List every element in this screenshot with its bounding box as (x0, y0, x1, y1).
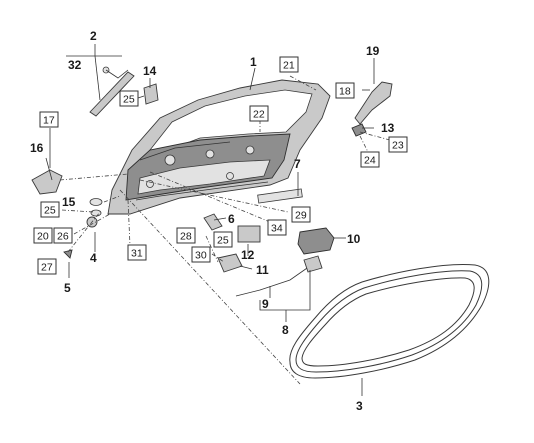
callout-14: 14 (143, 64, 157, 78)
callout-7: 7 (294, 157, 301, 171)
callout-4: 4 (90, 251, 97, 265)
latch-8 (303, 255, 323, 273)
box-17: 17 (43, 115, 55, 127)
callout-6: 6 (228, 212, 235, 226)
box-25-left: 25 (44, 205, 56, 217)
box-28: 28 (180, 231, 192, 243)
box-21: 21 (283, 60, 295, 72)
box-30: 30 (195, 250, 207, 262)
callout-3: 3 (356, 399, 363, 413)
callout-1: 1 (250, 55, 257, 69)
trim-piece-16 (31, 169, 63, 195)
callout-2: 2 (90, 29, 97, 43)
callout-8: 8 (282, 323, 289, 337)
box-26: 26 (57, 231, 69, 243)
box-20: 20 (37, 231, 49, 243)
callout-12: 12 (241, 248, 255, 262)
box-31: 31 (131, 248, 143, 260)
bracket-14 (143, 83, 159, 105)
box-22: 22 (253, 109, 265, 121)
callout-10: 10 (347, 232, 361, 246)
grommet-15 (89, 198, 103, 206)
door-seal (289, 263, 490, 379)
box-27: 27 (41, 262, 53, 274)
callout-16: 16 (30, 141, 44, 155)
actuator-12 (237, 225, 261, 243)
callout-5: 5 (64, 281, 71, 295)
callout-19: 19 (366, 44, 380, 58)
callout-11: 11 (256, 263, 269, 277)
motor-10 (297, 227, 335, 255)
bolt-5 (63, 249, 73, 259)
box-23: 23 (392, 140, 404, 152)
lock-11 (217, 253, 243, 273)
callout-9: 9 (262, 297, 269, 311)
boxed-callouts: 17 18 20 21 22 23 24 25 25 25 26 27 28 2… (33, 56, 408, 275)
box-18: 18 (339, 86, 351, 98)
leader-lines (45, 44, 391, 396)
hinge-6 (203, 213, 223, 231)
box-25-middle: 25 (217, 235, 229, 247)
callout-numbers: 1 2 3 4 5 6 7 8 9 10 11 12 13 14 15 16 1… (30, 29, 395, 413)
clip-13 (351, 123, 367, 137)
callout-15: 15 (62, 195, 76, 209)
trim-strip-19 (354, 81, 393, 125)
box-25-top: 25 (123, 94, 135, 106)
box-34: 34 (271, 223, 283, 235)
box-24: 24 (364, 155, 376, 167)
callout-32: 32 (68, 58, 82, 72)
gas-strut (89, 71, 135, 117)
parts-small (31, 66, 393, 297)
box-29: 29 (295, 210, 307, 222)
lid-inner-frame (107, 79, 331, 215)
callout-13: 13 (381, 121, 395, 135)
